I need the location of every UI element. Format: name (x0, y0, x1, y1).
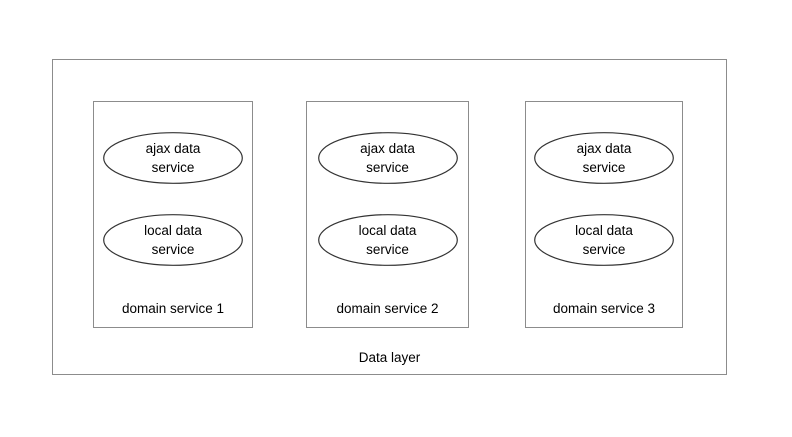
ellipse-shape-icon (317, 214, 458, 266)
domain-service-box-3[interactable]: ajax data service local data service dom… (525, 101, 683, 328)
domain-service-box-1[interactable]: ajax data service local data service dom… (93, 101, 253, 328)
node-ajax-data-service-1[interactable]: ajax data service (103, 132, 243, 184)
node-local-data-service-2[interactable]: local data service (317, 214, 458, 266)
node-local-data-service-1[interactable]: local data service (103, 214, 243, 266)
ellipse-shape-icon (103, 214, 243, 266)
domain-service-label-3: domain service 3 (552, 301, 656, 316)
domain-service-label-2: domain service 2 (336, 301, 439, 316)
ellipse-shape-icon (534, 214, 674, 266)
ellipse-shape-icon (534, 132, 674, 184)
domain-service-box-2[interactable]: ajax data service local data service dom… (306, 101, 469, 328)
node-local-data-service-3[interactable]: local data service (534, 214, 674, 266)
domain-service-label-1: domain service 1 (121, 301, 225, 316)
data-layer-container: ajax data service local data service dom… (52, 59, 727, 375)
node-ajax-data-service-3[interactable]: ajax data service (534, 132, 674, 184)
ellipse-shape-icon (103, 132, 243, 184)
ellipse-shape-icon (317, 132, 458, 184)
node-ajax-data-service-2[interactable]: ajax data service (317, 132, 458, 184)
data-layer-title: Data layer (358, 350, 421, 365)
